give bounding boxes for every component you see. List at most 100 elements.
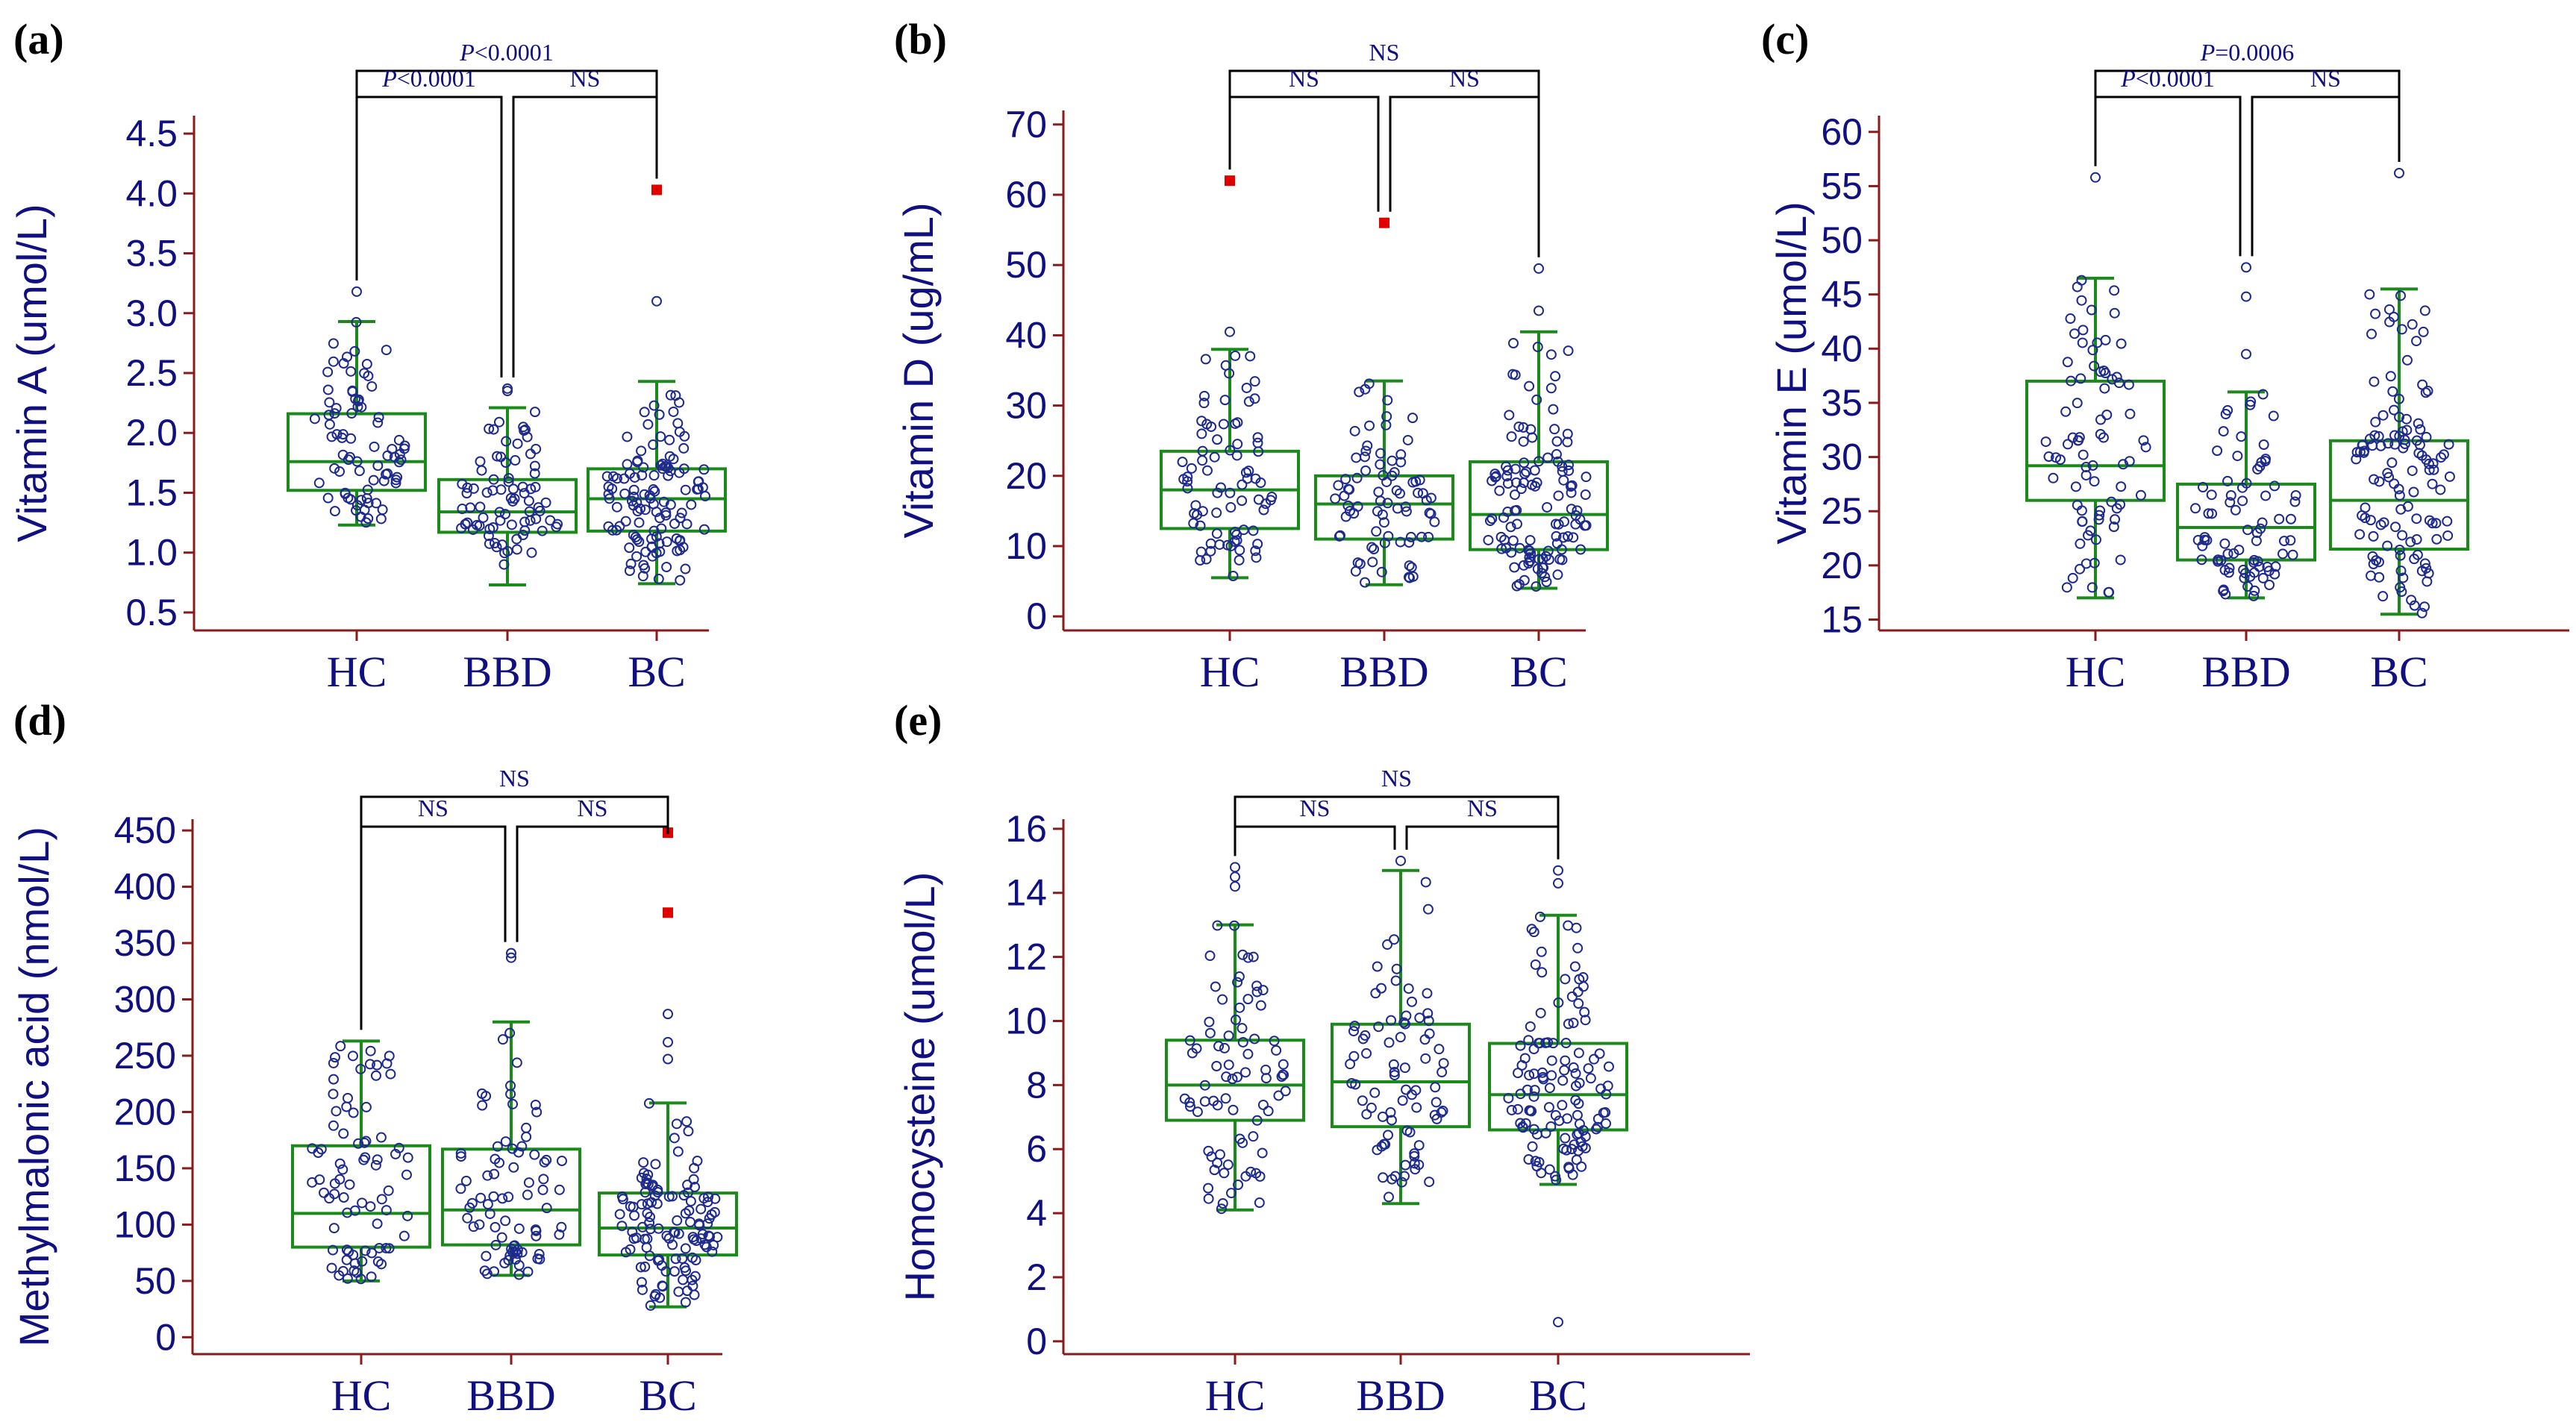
data-point: [500, 1136, 511, 1147]
data-point: [1214, 1149, 1225, 1160]
box-iqr: [437, 477, 578, 534]
data-point: [381, 1205, 392, 1216]
data-point: [1542, 501, 1553, 513]
data-point: [1551, 448, 1562, 460]
data-point: [2115, 554, 2126, 566]
data-point: [1369, 1087, 1381, 1098]
data-point: [1572, 505, 1583, 516]
data-point: [390, 477, 401, 489]
data-point: [342, 1273, 353, 1284]
data-point: [385, 1068, 396, 1080]
data-point: [1378, 470, 1389, 481]
data-point: [334, 466, 346, 477]
outlier-point: [663, 1009, 673, 1020]
data-point: [1529, 465, 1540, 476]
data-point: [603, 489, 614, 500]
data-point: [1399, 1062, 1410, 1074]
data-point: [537, 1184, 548, 1195]
data-point: [364, 1059, 375, 1070]
data-point: [519, 488, 530, 499]
x-tick-label: BC: [639, 1371, 696, 1420]
data-point: [1531, 581, 1542, 592]
data-point: [1215, 482, 1226, 493]
y-tick-label: 0: [1026, 1321, 1047, 1362]
data-point: [2436, 452, 2447, 463]
data-point: [1585, 1073, 1596, 1084]
data-point: [322, 384, 334, 395]
data-point: [490, 1239, 501, 1250]
data-point: [642, 1208, 653, 1219]
data-point: [462, 517, 473, 528]
data-point: [1509, 489, 1520, 501]
data-point: [500, 1215, 511, 1227]
data-point: [1515, 1118, 1526, 1129]
data-point: [1553, 519, 1564, 530]
data-point: [1237, 1137, 1248, 1148]
data-point: [656, 523, 667, 534]
data-point: [645, 1224, 656, 1235]
data-point: [2357, 510, 2368, 522]
data-point: [329, 1052, 340, 1063]
data-point: [675, 574, 686, 586]
data-point: [1531, 394, 1542, 405]
data-point: [1557, 1075, 1569, 1086]
data-point: [1523, 1035, 1534, 1046]
data-point: [344, 451, 355, 463]
data-point: [2394, 544, 2405, 555]
outlier-point: [506, 948, 516, 959]
data-point: [331, 429, 343, 440]
data-point: [1230, 350, 1241, 361]
data-point: [1361, 1047, 1372, 1059]
data-point: [1191, 1043, 1202, 1054]
data-point: [2078, 325, 2089, 336]
data-point: [483, 530, 494, 542]
data-point: [498, 559, 510, 570]
data-point: [2252, 463, 2263, 475]
data-point: [690, 1271, 701, 1282]
data-point: [1523, 1154, 1534, 1165]
data-point: [343, 492, 354, 504]
x-tick-label: BBD: [466, 1371, 555, 1420]
data-point: [654, 513, 666, 524]
data-point: [1568, 1062, 1579, 1073]
data-point: [1371, 526, 1382, 537]
data-point: [628, 530, 639, 541]
data-point: [360, 517, 372, 528]
data-point: [1249, 1033, 1260, 1045]
data-point: [460, 1175, 472, 1186]
data-point: [1184, 1097, 1195, 1108]
data-point: [365, 1201, 376, 1212]
data-point: [496, 1232, 507, 1243]
data-point: [1232, 439, 1243, 450]
data-point: [487, 522, 498, 533]
data-point: [2110, 514, 2121, 525]
data-point: [500, 509, 511, 520]
data-point: [1407, 477, 1419, 488]
data-point: [2260, 456, 2271, 467]
data-point: [1524, 552, 1535, 563]
data-point: [375, 1132, 387, 1143]
box-hc: [287, 286, 427, 528]
data-point: [1545, 383, 1557, 394]
data-point: [1375, 495, 1386, 507]
data-point: [2370, 416, 2381, 428]
data-point: [1388, 1059, 1399, 1070]
data-point: [607, 483, 618, 495]
data-point: [352, 395, 363, 407]
data-point: [1519, 469, 1531, 480]
data-point: [673, 1228, 684, 1239]
data-point: [651, 1198, 663, 1209]
data-point: [1182, 483, 1193, 494]
data-point: [455, 1151, 466, 1162]
data-point: [1398, 1017, 1410, 1028]
data-point: [1572, 1109, 1583, 1121]
data-point: [672, 418, 684, 429]
box-bc: [2329, 167, 2469, 618]
data-point: [2285, 535, 2296, 546]
data-point: [1386, 1115, 1397, 1126]
data-point: [1576, 1161, 1587, 1172]
data-point: [675, 513, 686, 524]
data-point: [1378, 517, 1389, 528]
p-value: NS: [499, 765, 530, 792]
data-point: [2100, 334, 2111, 345]
